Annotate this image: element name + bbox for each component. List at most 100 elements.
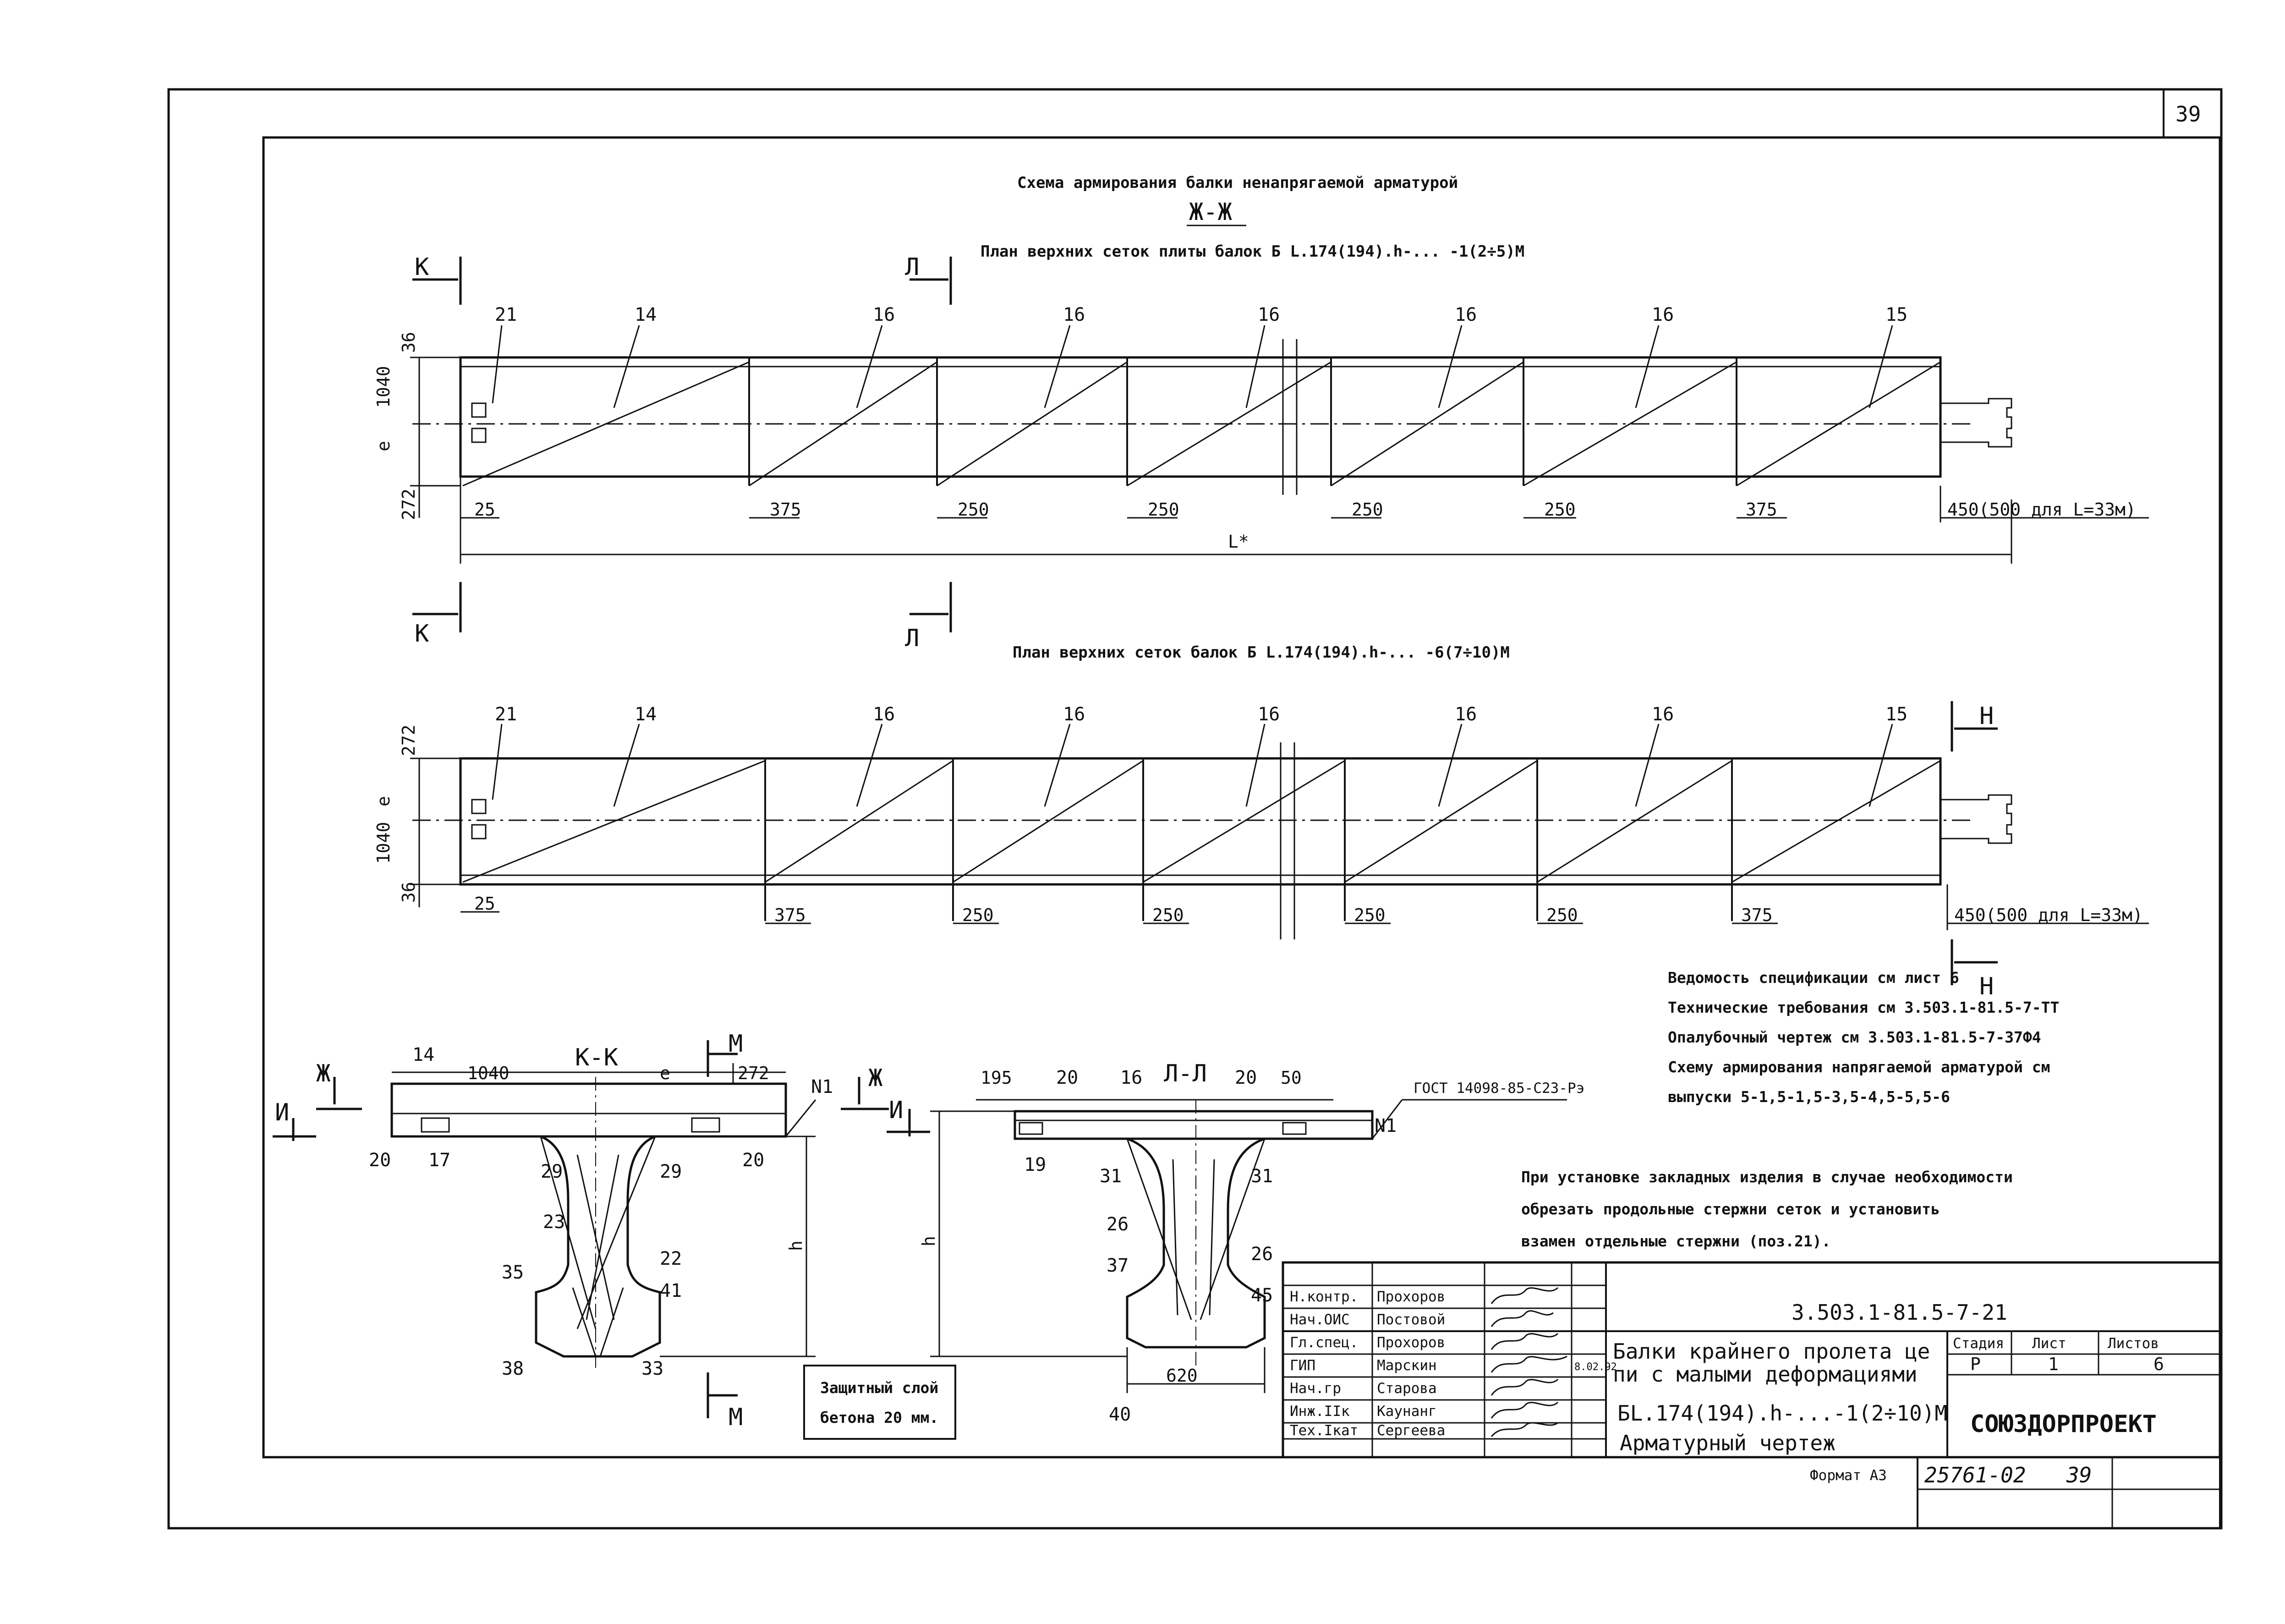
signature bbox=[1490, 1310, 1554, 1327]
plan2-cut-n: Н bbox=[1979, 702, 1994, 730]
stamp-title-line: Балки крайнего пролета це bbox=[1613, 1339, 1930, 1364]
signature bbox=[1490, 1333, 1559, 1350]
stamp-frame bbox=[1282, 1261, 2221, 1459]
note-line: Схему армирования напрягаемой арматурой … bbox=[1668, 1058, 2050, 1076]
plan1-embedded-part bbox=[471, 428, 487, 443]
leader bbox=[1245, 724, 1266, 807]
kk-cut-m-bottom: М bbox=[729, 1404, 743, 1431]
cut-mark-zh bbox=[316, 1077, 362, 1110]
cut-mark-l bbox=[910, 257, 952, 305]
plan1-dim-250d: 250 bbox=[1544, 499, 1576, 520]
stamp-role: ГИП bbox=[1290, 1357, 1315, 1374]
leader bbox=[1044, 325, 1071, 408]
plan2-pos-21: 21 bbox=[495, 704, 517, 725]
leader bbox=[613, 325, 640, 408]
cover-note-line: Защитный слой bbox=[820, 1379, 938, 1397]
ll-label-h: h bbox=[919, 1236, 939, 1246]
plan1-dim-250a: 250 bbox=[958, 499, 989, 520]
kk-label-14: 14 bbox=[412, 1044, 434, 1065]
note-line: Ведомость спецификации см лист 6 bbox=[1668, 969, 1959, 987]
stamp-name: Прохоров bbox=[1377, 1334, 1445, 1351]
plan1-cut-l: Л bbox=[905, 253, 919, 281]
section-zh-zh: Ж-Ж bbox=[1189, 198, 1232, 226]
kk-embedded-right bbox=[691, 1117, 720, 1133]
plan1-mesh-diagonal bbox=[1127, 361, 1332, 487]
ll-label-50: 50 bbox=[1281, 1068, 1302, 1088]
plan2-dim-250b: 250 bbox=[1152, 905, 1184, 925]
plan1-drawing bbox=[410, 257, 2149, 632]
stamp-date: 8.02.92 bbox=[1574, 1361, 1617, 1373]
ll-cut-i: И bbox=[889, 1097, 903, 1124]
plan1-pos-21: 21 bbox=[495, 304, 517, 325]
ll-embedded-left bbox=[1019, 1122, 1043, 1135]
plan1-dim-375a: 375 bbox=[770, 499, 801, 520]
stamp-role: Инж.IIк bbox=[1290, 1403, 1350, 1420]
cover-note-line: бетона 20 мм. bbox=[820, 1409, 938, 1426]
ll-label-n1: N1 bbox=[1375, 1115, 1397, 1136]
plan2-mesh-diagonal bbox=[1732, 760, 1941, 883]
stamp-stage: Р bbox=[1970, 1354, 1981, 1374]
plan1-embedded-part bbox=[471, 402, 487, 418]
plan2-dim-e: e bbox=[373, 796, 394, 807]
ll-label-20-right: 20 bbox=[1235, 1067, 1257, 1088]
corner-sheet-number: 39 bbox=[2175, 102, 2201, 126]
kk-label-41: 41 bbox=[660, 1280, 682, 1301]
cut-mark-i bbox=[273, 1118, 316, 1141]
plan1-end-outlet bbox=[1940, 398, 2012, 448]
ll-flange bbox=[1014, 1110, 1374, 1140]
plan1-dim-1040: 1040 bbox=[373, 366, 394, 408]
ll-title: Л-Л bbox=[1164, 1060, 1207, 1087]
kk-cut-i: И bbox=[275, 1099, 289, 1126]
title-stamp bbox=[1282, 1261, 2221, 1459]
leader bbox=[1245, 325, 1266, 408]
plan2-cut-n-bottom: Н bbox=[1979, 973, 1994, 1000]
plan1-pos-16e: 16 bbox=[1652, 304, 1674, 325]
leader bbox=[1044, 724, 1071, 807]
plan1-mesh-diagonal bbox=[1736, 361, 1941, 487]
stamp-role: Нач.ОИС bbox=[1290, 1311, 1350, 1328]
leader bbox=[1869, 724, 1893, 807]
leader bbox=[492, 724, 503, 800]
ll-label-620: 620 bbox=[1166, 1366, 1198, 1386]
leader bbox=[1635, 724, 1660, 807]
plan2-mesh-diagonal bbox=[1143, 760, 1345, 883]
ll-label-31-left: 31 bbox=[1100, 1166, 1122, 1187]
plan2-title: План верхних сеток балок Б L.174(194).h-… bbox=[1013, 643, 1510, 662]
stamp-sheet-header: Лист bbox=[2032, 1335, 2066, 1352]
kk-label-272: 272 bbox=[738, 1063, 769, 1083]
stamp-sheets: 6 bbox=[2153, 1354, 2164, 1374]
signature bbox=[1490, 1422, 1558, 1437]
kk-label-35: 35 bbox=[502, 1262, 524, 1283]
plan2-embedded-part bbox=[471, 824, 487, 839]
kk-label-1040: 1040 bbox=[467, 1063, 510, 1083]
embedded-note-line: обрезать продольные стержни сеток и уста… bbox=[1521, 1200, 1940, 1218]
kk-label-20-left: 20 bbox=[369, 1150, 391, 1171]
plan1-dim-250b: 250 bbox=[1148, 499, 1179, 520]
ll-label-19: 19 bbox=[1024, 1154, 1046, 1175]
stamp-sheets-header: Листов bbox=[2108, 1335, 2159, 1352]
kk-label-22: 22 bbox=[660, 1248, 682, 1269]
signature bbox=[1490, 1401, 1559, 1419]
kk-label-29-right: 29 bbox=[660, 1161, 682, 1182]
plan1-pos-16b: 16 bbox=[1063, 304, 1085, 325]
plan2-end-outlet bbox=[1940, 794, 2012, 844]
kk-n1-leader bbox=[785, 1099, 816, 1137]
ll-label-26-left: 26 bbox=[1107, 1214, 1129, 1235]
ll-gost: ГОСТ 14098-85-С23-Рэ bbox=[1414, 1080, 1584, 1097]
plan2-mesh-diagonal bbox=[953, 760, 1144, 883]
plan1-pos-16c: 16 bbox=[1258, 304, 1280, 325]
plan2-pos-16c: 16 bbox=[1258, 704, 1280, 725]
kk-label-23: 23 bbox=[543, 1212, 565, 1233]
plan2-dim-1040: 1040 bbox=[373, 822, 394, 864]
kk-cut-zh: Ж bbox=[316, 1060, 330, 1087]
signature bbox=[1490, 1355, 1567, 1373]
ll-label-20-left: 20 bbox=[1056, 1067, 1078, 1088]
cover-note-box bbox=[803, 1365, 956, 1440]
stamp-sheet: 1 bbox=[2048, 1354, 2059, 1374]
stamp-name: Постовой bbox=[1377, 1311, 1445, 1328]
ll-stirrups bbox=[1126, 1138, 1266, 1320]
plan1-title: План верхних сеток плиты балок Б L.174(1… bbox=[981, 242, 1524, 261]
footer-page: 39 bbox=[2066, 1463, 2092, 1487]
plan2-drawing bbox=[410, 701, 2149, 985]
plan1-pos-16a: 16 bbox=[873, 304, 895, 325]
